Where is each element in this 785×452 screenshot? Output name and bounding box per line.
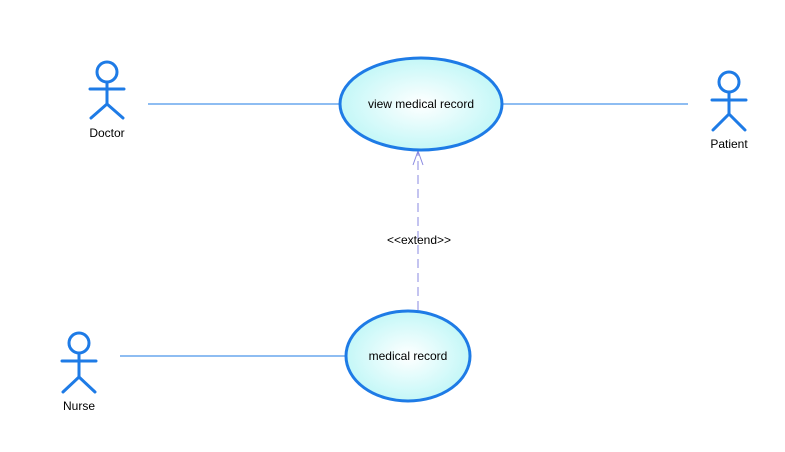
patient-right-leg bbox=[727, 112, 747, 132]
usecase-view-medical-record[interactable]: view medical record bbox=[338, 56, 504, 152]
extend-stereotype-label: <<extend>> bbox=[387, 233, 451, 247]
actor-nurse-label: Nurse bbox=[63, 399, 95, 413]
patient-left-leg bbox=[711, 112, 731, 132]
extend-relation[interactable]: <<extend>> bbox=[387, 149, 451, 310]
nurse-right-leg bbox=[77, 375, 97, 394]
actor-nurse[interactable] bbox=[60, 331, 98, 394]
usecase-medical-record-ellipse[interactable] bbox=[344, 309, 472, 403]
actor-doctor[interactable] bbox=[88, 60, 126, 120]
usecase-view-medical-record-label: view medical record bbox=[368, 97, 474, 111]
nurse-left-leg bbox=[61, 375, 81, 394]
actor-doctor-label: Doctor bbox=[89, 126, 124, 140]
doctor-right-leg bbox=[105, 102, 125, 120]
nurse-head-icon bbox=[67, 331, 91, 355]
doctor-head-icon bbox=[95, 60, 119, 84]
usecase-medical-record[interactable]: medical record bbox=[344, 309, 472, 403]
actor-patient-label: Patient bbox=[710, 137, 748, 151]
usecase-view-medical-record-ellipse[interactable] bbox=[338, 56, 504, 152]
actor-patient[interactable] bbox=[710, 70, 748, 132]
usecase-medical-record-label: medical record bbox=[369, 349, 448, 363]
doctor-left-leg bbox=[89, 102, 109, 120]
patient-head-icon bbox=[717, 70, 741, 94]
